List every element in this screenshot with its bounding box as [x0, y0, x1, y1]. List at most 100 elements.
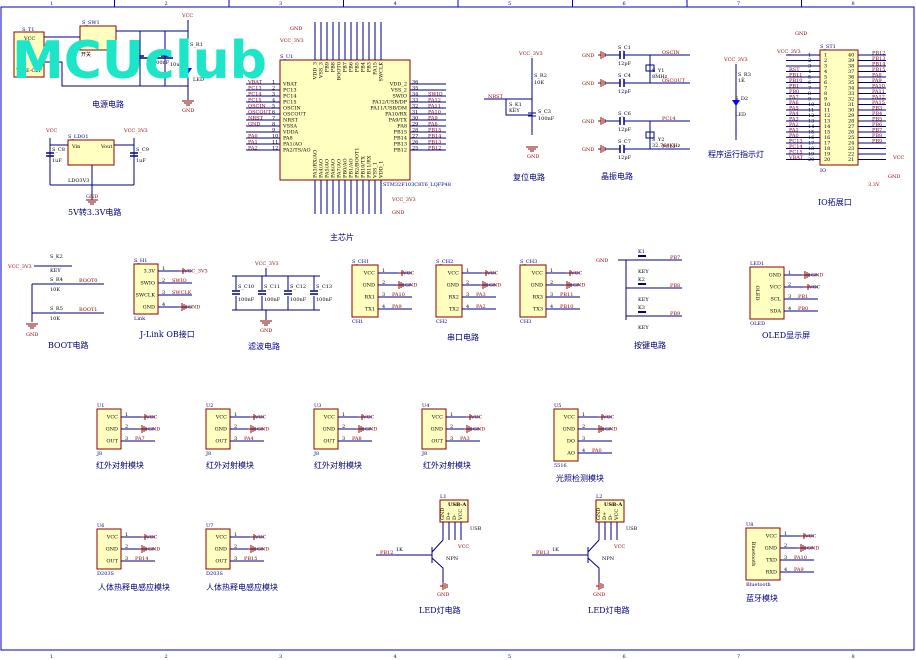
ground-icon	[598, 117, 606, 125]
io-pin-number: 13	[824, 119, 830, 125]
io-pin-number: 18	[824, 146, 830, 152]
io-pin-number: 5	[808, 75, 811, 81]
gnd-label: GND	[437, 592, 449, 598]
ground-icon	[248, 545, 256, 553]
cap-value: 12pF	[618, 155, 632, 161]
mcu-net-label: PA0	[248, 134, 258, 140]
mcu-pin-name: PB2/BOOT1	[355, 148, 361, 178]
module-designator: U4	[422, 403, 429, 409]
vcc-label: VCC	[470, 415, 482, 421]
gnd-label: GND	[365, 427, 377, 433]
mcu-pin-name: OSCIN	[283, 106, 301, 112]
connector-type: USB	[626, 526, 638, 532]
mcu-pin-number: 3	[272, 92, 275, 98]
io-pin-number: 8	[808, 91, 811, 97]
mcu-pin-name: PA9/TX	[389, 118, 408, 124]
column-number: 6	[623, 1, 626, 7]
mcu-pin-number: 10	[272, 134, 278, 140]
mcu-pin-name: VDDA	[282, 130, 299, 136]
net-label: BOOT1	[79, 307, 97, 313]
module-body	[749, 266, 785, 320]
resistor-designator: S_R1	[190, 42, 203, 48]
section-title-ir2: 红外对射模块	[206, 460, 254, 470]
gnd-label: GND	[405, 283, 417, 289]
net-label: OSCOUT	[662, 78, 686, 84]
ldo-pin: Vin	[71, 144, 81, 150]
jlink-pin-name: SWCLK	[136, 293, 156, 299]
io-pin-number: 22	[848, 152, 854, 158]
module-designator: U6	[97, 523, 104, 529]
io-net-label: PA0	[789, 133, 799, 139]
section-title-filter: 滤波电路	[248, 341, 280, 351]
column-number: 6	[623, 654, 626, 660]
mcu-pin-name: PA12/USB/DP	[372, 100, 408, 106]
ground-icon	[480, 281, 488, 289]
module-pin-name: TX2	[449, 307, 459, 313]
io-pin-number: 27	[848, 124, 854, 130]
mcu-net-label: NRST	[248, 116, 264, 122]
io-net-label: RST	[789, 67, 800, 73]
power-icon	[804, 284, 809, 290]
resistor-value: 10K	[50, 316, 60, 322]
cap-value: 100nF	[290, 297, 307, 303]
module-pin-number: 2	[466, 280, 469, 286]
io-net-label: PA9	[872, 78, 882, 84]
mcu-pin-name: PB11/RX	[367, 155, 373, 178]
jlink-pin-number: 2	[162, 278, 165, 284]
ground-icon	[440, 582, 448, 590]
io-net-label: PA11	[872, 89, 885, 95]
module-pin-number: 3	[342, 436, 345, 442]
vcc-label: VCC	[181, 13, 193, 19]
column-number: 4	[394, 1, 397, 7]
ground-icon	[182, 100, 194, 106]
transistor-type: NPN	[446, 556, 459, 562]
mcu-pin-name: PA1/AO	[283, 142, 302, 148]
mcu-pin-name: PA10/RX	[385, 112, 407, 118]
ground-icon	[802, 271, 810, 279]
io-net-label: PB6	[872, 122, 882, 128]
net-label: SWCLK	[172, 290, 192, 296]
jlink-part: Link	[134, 316, 146, 322]
io-pin-number: 1	[824, 53, 827, 59]
ground-icon	[396, 281, 404, 289]
vcc3v3-label: VCC_3V3	[776, 49, 801, 55]
cap-value: 12pF	[618, 61, 632, 67]
column-number: 8	[852, 654, 855, 660]
net-label: PB14	[135, 556, 148, 562]
gnd-label: GND	[582, 119, 594, 125]
module-pin-name: GND	[215, 427, 227, 433]
mcu-net-label: OSCIN	[248, 104, 266, 110]
power-led-icon	[184, 68, 192, 74]
net-label: PB9	[670, 311, 680, 317]
io-pin-number: 1	[808, 53, 811, 59]
resistor-designator: S_R2	[534, 73, 547, 79]
ground-icon	[598, 79, 606, 87]
io-pin-number: 36	[848, 75, 854, 81]
key-value: KEY	[50, 268, 61, 274]
module-part: J8	[313, 451, 319, 457]
io-net-label: PC14	[789, 144, 803, 150]
ground-icon	[139, 425, 147, 433]
module-part: J8	[96, 451, 102, 457]
io-pin-number: 3	[808, 64, 811, 70]
module-pin-number: 4	[784, 567, 787, 573]
crystal-icon	[645, 131, 655, 139]
usb-header: USB-A	[448, 502, 466, 508]
section-title-io: IO拓展口	[818, 197, 852, 207]
io-net-label: PA4	[789, 111, 799, 117]
jlink-pin-name: GND	[143, 305, 155, 311]
ldo-part: LDO3V3	[68, 178, 89, 184]
run-led-circuit: VCC_3V3 S_R3 1K S_D2 LED 程序运行指示灯	[708, 57, 764, 159]
column-number: 1	[50, 1, 53, 7]
resistor-value: 1K	[396, 547, 403, 553]
io-pin-number: 30	[848, 108, 854, 114]
mcu-pin-name: PA2/TS/AO	[283, 148, 311, 154]
column-number: 5	[508, 654, 511, 660]
io-net-label: PA12	[872, 95, 885, 101]
vcc-label: VCC	[602, 415, 614, 421]
ground-icon	[260, 320, 272, 326]
jlink-header	[133, 263, 159, 315]
column-number: 3	[279, 1, 282, 7]
vcc-label: VCC	[254, 535, 266, 541]
